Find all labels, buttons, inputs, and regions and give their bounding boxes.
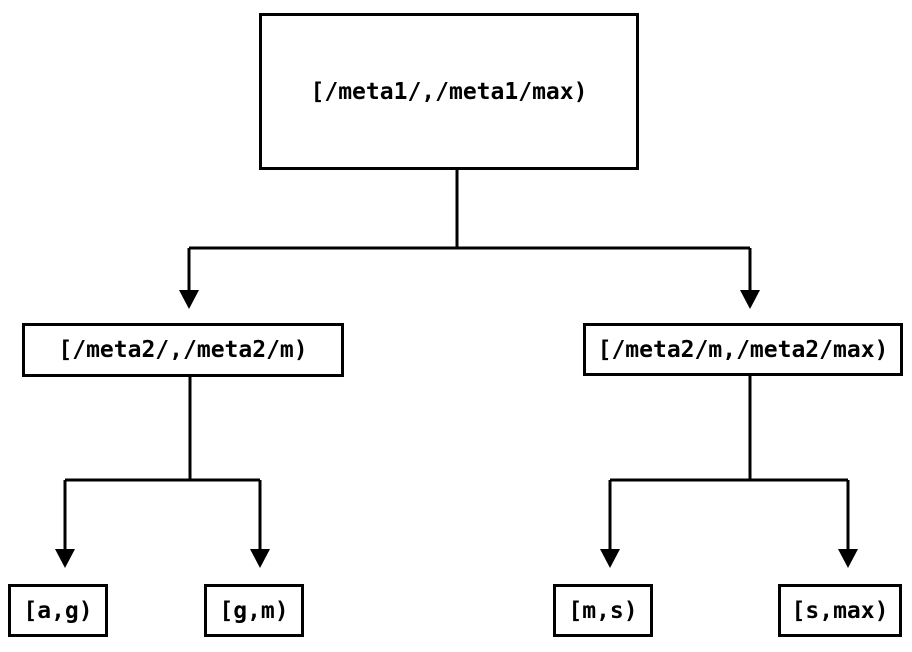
tree-leaf-ag: [a,g) bbox=[8, 584, 108, 637]
tree-node-root: [/meta1/,/meta1/max) bbox=[259, 13, 639, 170]
edge-right-node-to-leaves bbox=[608, 376, 850, 550]
arrowhead-leaf-smax bbox=[838, 549, 858, 568]
arrowhead-leaf-gm bbox=[250, 549, 270, 568]
tree-leaf-gm: [g,m) bbox=[204, 584, 304, 637]
arrowhead-group bbox=[55, 290, 858, 568]
arrowhead-leaf-ms bbox=[600, 549, 620, 568]
edge-left-node-to-leaves bbox=[63, 377, 262, 550]
edge-line-group bbox=[63, 170, 850, 550]
arrowhead-right-node bbox=[740, 290, 760, 309]
tree-leaf-smax: [s,max) bbox=[778, 584, 902, 637]
arrowhead-leaf-ag bbox=[55, 549, 75, 568]
edge-root-to-level2 bbox=[187, 170, 752, 291]
tree-node-meta2-right: [/meta2/m,/meta2/max) bbox=[583, 323, 903, 376]
tree-leaf-ms: [m,s) bbox=[553, 584, 653, 637]
tree-node-meta2-left: [/meta2/,/meta2/m) bbox=[22, 323, 344, 377]
arrowhead-left-node bbox=[179, 290, 199, 309]
